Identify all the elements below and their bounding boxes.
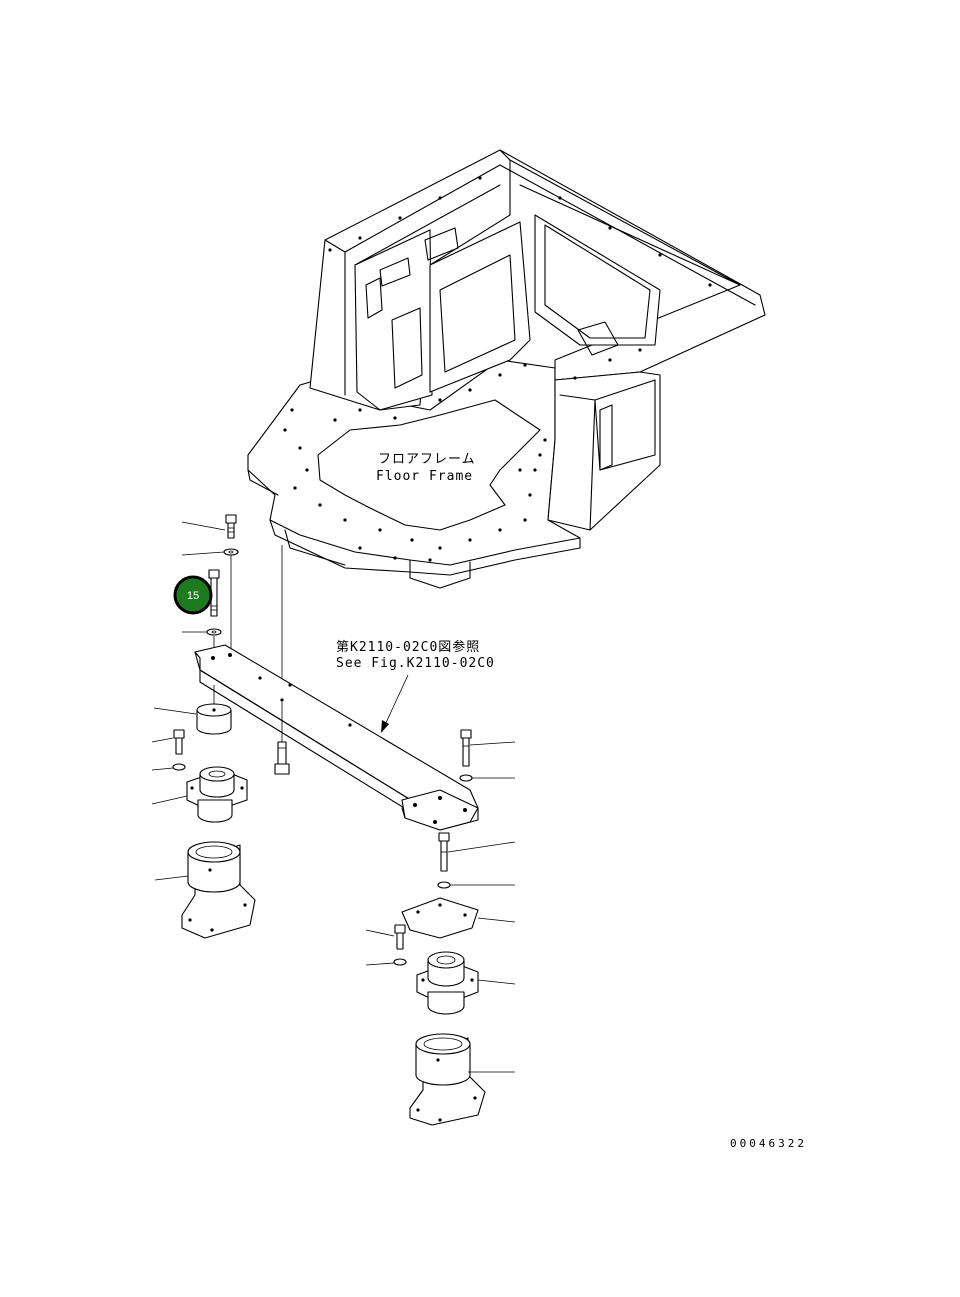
drawing-number: 00046322 [730,1137,807,1150]
right-mount-stack [365,729,516,1126]
floor-frame-holes [283,176,712,562]
floor-frame-assembly [247,149,766,589]
cross-member [194,644,479,831]
reference-label-en: See Fig.K2110-02C0 [336,656,495,671]
center-bolt [274,741,290,775]
floor-frame-label-en: Floor Frame [376,469,473,484]
floor-frame-label-jp: フロアフレーム [378,452,476,467]
left-mount-stack [151,685,256,939]
reference-arrow [381,674,409,733]
left-bolt-stack [181,514,239,655]
callout-15[interactable]: 15 [173,575,213,615]
callout-badge-circle [173,575,213,615]
callout-15-number: 15 [187,590,199,602]
reference-label-jp: 第K2110-02C0図参照 [336,639,480,655]
